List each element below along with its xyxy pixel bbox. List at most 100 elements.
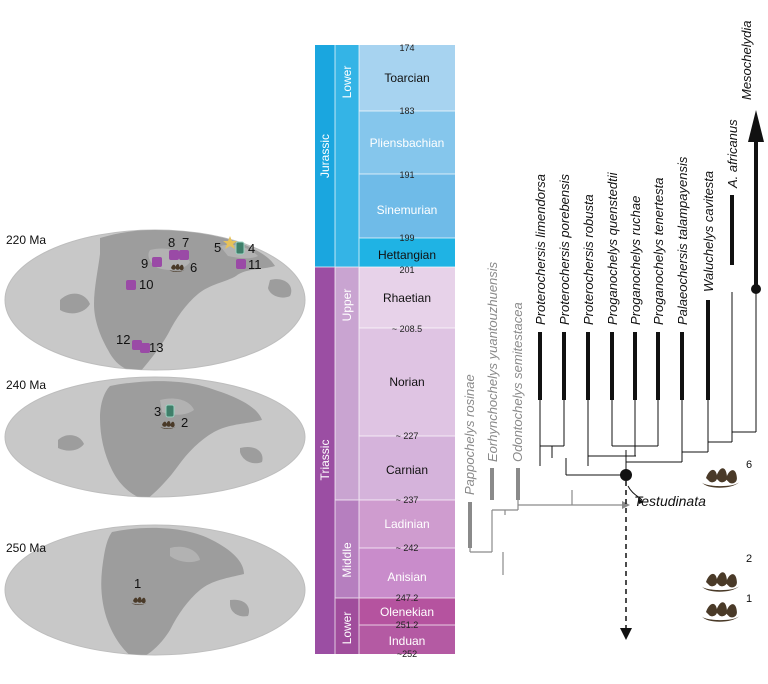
stage-name: Olenekian [380, 605, 434, 619]
locality-number: 2 [181, 415, 188, 430]
stage-name: Rhaetian [383, 291, 431, 305]
stage-toarcian [359, 45, 455, 111]
shell-icon [235, 241, 245, 255]
node-dot [751, 284, 761, 294]
stage-induan [359, 625, 455, 654]
arrow-icon [622, 501, 630, 509]
period-jurassic [315, 45, 335, 267]
stage-pliensbachian [359, 111, 455, 174]
stage-sinemurian [359, 174, 455, 238]
stage-rhaetian [359, 267, 455, 328]
locality-number: 8 [168, 235, 175, 250]
stage-carnian [359, 436, 455, 500]
locality-numbers: 1 2 3 4 5 6 7 8 9 10 11 12 13 [116, 235, 262, 591]
period-triassic [315, 267, 335, 654]
locality-marker [179, 250, 189, 260]
age-value: 199 [399, 233, 414, 243]
footprint-icon [701, 468, 739, 488]
stage-name: Hettangian [378, 248, 436, 262]
locality-number: 10 [139, 277, 153, 292]
epoch-triassic-lower [335, 598, 359, 654]
map-age-label: 240 Ma [6, 378, 46, 392]
taxon-label: Waluchelys cavitesta [701, 171, 716, 292]
taxon-label: Proganochelys ruchae [628, 196, 643, 325]
taxon-label: A. africanus [725, 119, 740, 189]
stage-name: Pliensbachian [370, 136, 445, 150]
taxon-label: Proterochersis porebensis [557, 173, 572, 325]
age-value: 251.2 [396, 620, 419, 630]
taxon-label: Eorhynchochelys yuantouzhuensis [485, 261, 500, 462]
map-240ma: 240 Ma [4, 376, 306, 498]
star-icon [223, 236, 237, 249]
period-label: Jurassic [318, 134, 332, 178]
trace-label: 6 [746, 459, 752, 471]
locality-number: 9 [141, 256, 148, 271]
map-250ma: 250 Ma [4, 524, 306, 656]
phylogeny: Testudinata Pappochelys rosinae Eorhynch… [462, 21, 764, 640]
stage-norian [359, 328, 455, 436]
taxon-label: Proganochelys tenertesta [651, 178, 666, 325]
epoch-label: Middle [340, 542, 354, 578]
epoch-label: Lower [340, 612, 354, 645]
stage-ladinian [359, 500, 455, 548]
taxon-label: Proterochersis robusta [581, 194, 596, 325]
stage-name: Sinemurian [377, 203, 438, 217]
locality-number: 3 [154, 404, 161, 419]
locality-marker [169, 250, 179, 260]
locality-marker [140, 343, 150, 353]
age-value: ~ 242 [396, 543, 419, 553]
stage-name: Induan [389, 634, 426, 648]
stage-name: Norian [389, 375, 424, 389]
stage-name: Toarcian [384, 71, 429, 85]
map-landmass [101, 527, 250, 655]
grey-ranges [468, 468, 520, 548]
taxon-label: Proganochelys quenstedtii [605, 171, 620, 325]
arrow-down-icon [620, 628, 632, 640]
period-label: Triassic [318, 440, 332, 481]
map-age-label: 220 Ma [6, 233, 46, 247]
age-value: ~ 237 [396, 495, 419, 505]
trace-label: 1 [746, 593, 752, 605]
footprint-icon [701, 572, 739, 592]
locality-marker [236, 259, 246, 269]
stage-name: Ladinian [384, 517, 429, 531]
trace-label: 2 [746, 553, 752, 565]
stage-anisian [359, 548, 455, 598]
footprint-icon [701, 602, 739, 622]
black-ranges [538, 140, 758, 400]
age-value: 174 [399, 43, 414, 53]
age-value: 191 [399, 170, 414, 180]
locality-marker [152, 257, 162, 267]
age-value: ~ 227 [396, 431, 419, 441]
locality-number: 13 [149, 340, 163, 355]
age-value: 247.2 [396, 593, 419, 603]
taxon-label: Pappochelys rosinae [462, 374, 477, 495]
age-value: 201 [399, 265, 414, 275]
node-label: Testudinata [634, 493, 706, 509]
age-value: ~252 [397, 649, 417, 659]
shell-icon [165, 404, 175, 418]
epoch-triassic-upper [335, 267, 359, 500]
locality-number: 4 [248, 241, 255, 256]
taxon-label: Palaeochersis talampayensis [675, 156, 690, 325]
age-value: ~ 208.5 [392, 324, 422, 334]
epoch-triassic-middle [335, 500, 359, 598]
epoch-label: Lower [340, 66, 354, 99]
age-value: 183 [399, 106, 414, 116]
taxon-label: Odontochelys semitestacea [510, 302, 525, 462]
epoch-label: Upper [340, 289, 354, 322]
stage-olenekian [359, 598, 455, 625]
locality-markers [126, 236, 246, 605]
locality-number: 7 [182, 235, 189, 250]
stage-name: Carnian [386, 463, 428, 477]
map-landmass [58, 381, 263, 497]
locality-number: 1 [134, 576, 141, 591]
geologic-timescale: Jurassic Triassic Lower Upper Middle Low… [315, 43, 455, 659]
epoch-jurassic-lower [335, 45, 359, 267]
taxon-label: Mesochelydia [739, 21, 754, 101]
map-age-label: 250 Ma [6, 541, 46, 555]
locality-number: 5 [214, 240, 221, 255]
locality-number: 11 [248, 257, 262, 272]
locality-marker [126, 280, 136, 290]
